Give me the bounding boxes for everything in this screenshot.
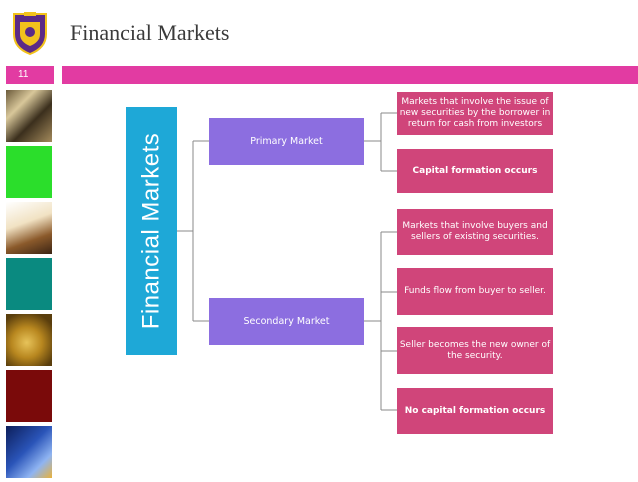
primary-capital-formation-node: Capital formation occurs — [397, 149, 553, 193]
teal-swatch-thumbnail — [6, 258, 52, 310]
primary-market-description-node: Markets that involve the issue of new se… — [397, 92, 553, 135]
new-owner-node: Seller becomes the new owner of the secu… — [397, 327, 553, 374]
decorative-thumbnail-strip — [6, 90, 52, 482]
no-capital-formation-node: No capital formation occurs — [397, 388, 553, 434]
slide-number: 11 — [6, 66, 54, 84]
gold-coin-image-thumbnail — [6, 314, 52, 366]
secondary-market-node: Secondary Market — [209, 298, 364, 345]
book-image-thumbnail — [6, 202, 52, 254]
funds-flow-node: Funds flow from buyer to seller. — [397, 268, 553, 315]
page-title: Financial Markets — [70, 20, 230, 45]
secondary-market-description-node: Markets that involve buyers and sellers … — [397, 209, 553, 255]
coins-image-thumbnail — [6, 90, 52, 142]
university-crest-icon — [10, 8, 50, 56]
primary-market-node: Primary Market — [209, 118, 364, 165]
root-node-label: Financial Markets — [137, 132, 165, 330]
header-divider-bar — [62, 66, 638, 84]
root-node-financial-markets: Financial Markets — [126, 107, 177, 355]
stock-chart-image-thumbnail — [6, 426, 52, 478]
green-swatch-thumbnail — [6, 146, 52, 198]
maroon-swatch-thumbnail — [6, 370, 52, 422]
